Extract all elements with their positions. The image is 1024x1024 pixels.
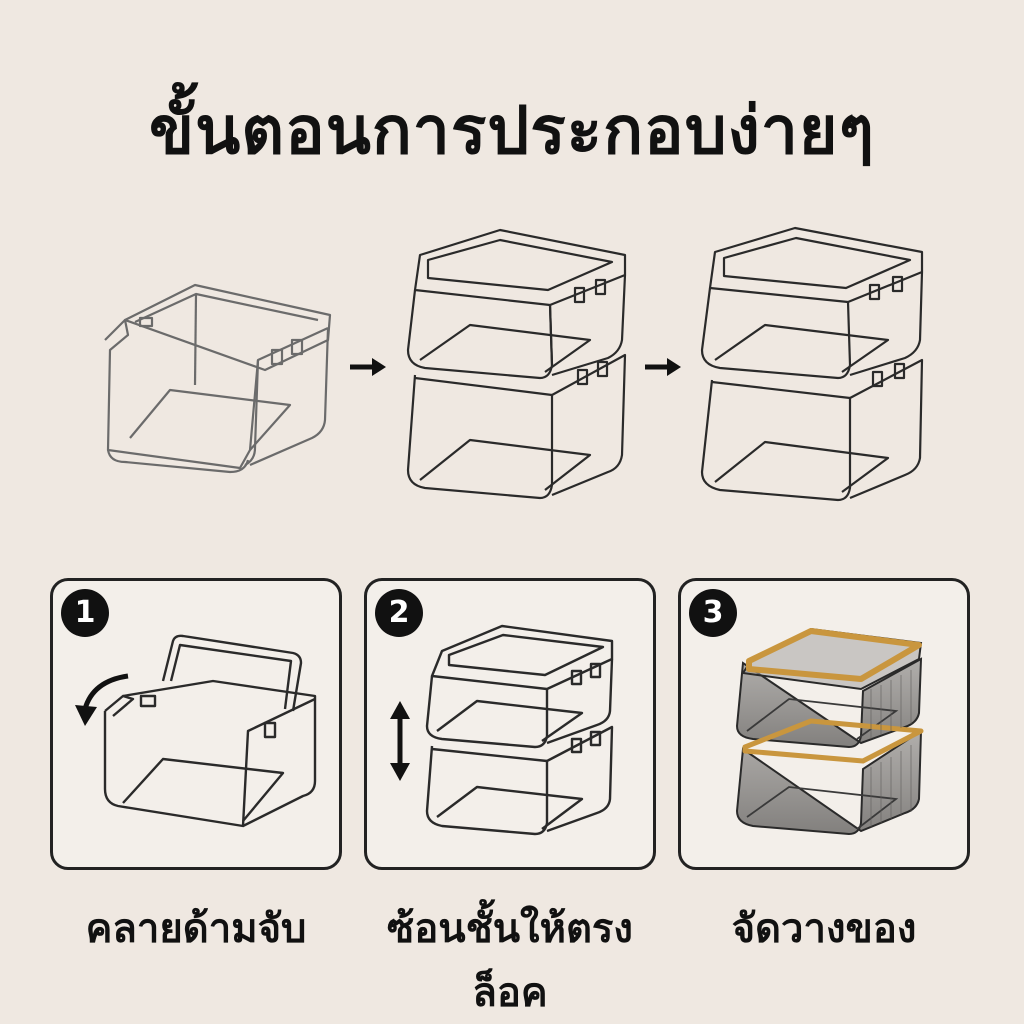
page-title: ขั้นตอนการประกอบง่ายๆ — [148, 92, 876, 169]
right-arrow-icon — [645, 358, 681, 376]
step-card-1: 1 — [50, 578, 342, 870]
step-number-badge: 3 — [689, 589, 737, 637]
locked-bins-illustration — [700, 226, 924, 502]
single-bin-illustration — [104, 283, 332, 474]
assembly-sequence — [104, 226, 924, 502]
step-card-2: 2 — [364, 578, 656, 870]
step-card-3: 3 — [678, 578, 970, 870]
right-arrow-icon — [350, 358, 386, 376]
step-caption-3: จัดวางของ — [731, 906, 917, 952]
curved-arrow-icon — [75, 673, 129, 726]
stack-lock-illustration — [390, 624, 614, 836]
finished-bins-illustration — [735, 627, 924, 836]
step-number-badge: 1 — [61, 589, 109, 637]
stacked-bins-illustration — [406, 228, 627, 500]
step-caption-1: คลายด้ามจับ — [85, 906, 307, 952]
unfold-handle-illustration — [75, 634, 317, 828]
up-down-arrow-icon — [390, 701, 410, 781]
step-number-badge: 2 — [375, 589, 423, 637]
step-caption-2: ซ้อนชั้นให้ตรงล็อค — [387, 906, 633, 1016]
